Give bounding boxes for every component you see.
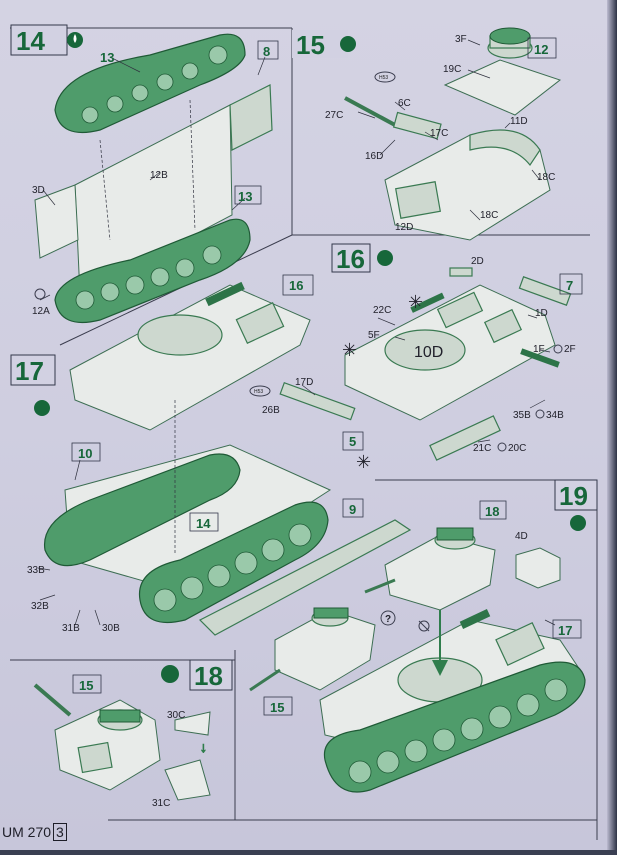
part-label: 3F (455, 34, 467, 45)
step-number: 14 (16, 26, 45, 56)
decal-number-icon (34, 288, 46, 300)
step-number: 17 (15, 356, 44, 386)
part-label: 30C (167, 710, 185, 721)
asterisk-icon: ✳ ✳ ✳ (342, 292, 423, 472)
svg-text:H53: H53 (254, 389, 263, 395)
step-19: 19 ? 18 (249, 479, 598, 793)
part-label: 4D (515, 531, 528, 542)
part-label: 19C (443, 64, 461, 75)
step-number: 19 (559, 481, 588, 511)
part-label: 18C (480, 210, 498, 221)
part-label: 18C (537, 172, 555, 183)
no-glue-icon (418, 620, 430, 632)
assembly-diagram: 14 13 8 13 12B 3D (10, 24, 598, 809)
part-label: 12D (395, 222, 413, 233)
step-18: 18 ↓ 15 30C 31C (33, 659, 233, 809)
part-label: 27C (325, 110, 343, 121)
page-edge-shadow (607, 0, 617, 850)
part-label: 22C (373, 305, 391, 316)
step-number: 18 (194, 661, 223, 691)
part-label: 31B (62, 623, 80, 634)
part-label: 32B (31, 601, 49, 612)
part-label: 10D (414, 344, 443, 361)
svg-text:H53: H53 (379, 75, 388, 81)
part-label: 20C (508, 443, 526, 454)
part-label: 17 (558, 623, 572, 638)
part-label: 11D (510, 116, 528, 127)
part-label: 33B (27, 565, 45, 576)
part-label: 14 (196, 516, 211, 531)
glue-drop-icon (34, 400, 50, 416)
part-label: 6C (398, 98, 411, 109)
part-label: 12 (534, 42, 548, 57)
part-label: 16D (365, 151, 383, 162)
glue-drop-icon (377, 250, 393, 266)
step-number: 15 (296, 30, 325, 60)
svg-text:↓: ↓ (200, 739, 207, 755)
step-number: 16 (336, 244, 365, 274)
part-label: 5F (368, 330, 380, 341)
glue-drop-icon (161, 665, 179, 683)
part-label: 2D (471, 256, 484, 267)
part-label: 31C (152, 798, 170, 809)
part-label: 12B (150, 170, 168, 181)
page-number: 3 (53, 823, 67, 841)
part-label: 2F (564, 344, 576, 355)
step-17: 17 16 10 14 9 33B 32B (10, 274, 412, 636)
part-label: 10 (78, 446, 92, 461)
part-label: 17D (295, 377, 313, 388)
part-label: 26B (262, 405, 280, 416)
cement-tube-icon (249, 385, 271, 397)
kit-code: UM 270 (2, 824, 52, 840)
glue-drop-icon (570, 515, 586, 531)
part-label: 15 (270, 700, 284, 715)
part-label: 35B (513, 410, 531, 421)
road-wheels (348, 678, 568, 784)
step-15: 15 12 3F 19C H53 6C 27C 17C 11D 16D 18C (292, 27, 562, 241)
step-14: 14 13 8 13 12B 3D (10, 24, 279, 324)
part-label: 18 (485, 504, 499, 519)
road-wheels (153, 523, 312, 612)
question-icon (380, 610, 396, 626)
svg-text:✳: ✳ (408, 292, 423, 312)
glue-drop-icon (340, 36, 356, 52)
part-label: 34B (546, 410, 564, 421)
part-label: 15 (79, 678, 93, 693)
svg-text:?: ? (385, 614, 391, 625)
part-label: 30B (102, 623, 120, 634)
part-label: 1D (535, 308, 548, 319)
cement-tube-icon (374, 71, 396, 83)
step-16: 16 ✳ ✳ ✳ 2D 7 22C 1D 5F 10D 1F 2 (249, 243, 583, 472)
part-label: 17C (430, 128, 448, 139)
part-label: 7 (566, 278, 573, 293)
part-label: 13 (238, 189, 252, 204)
part-label: 12A (32, 306, 50, 317)
part-label: 5 (349, 434, 356, 449)
part-label: 16 (289, 278, 303, 293)
part-label: 8 (263, 44, 270, 59)
part-label: 1F (533, 344, 545, 355)
svg-text:✳: ✳ (356, 452, 371, 472)
svg-text:✳: ✳ (342, 340, 357, 360)
part-label: 13 (100, 50, 114, 65)
part-label: 9 (349, 502, 356, 517)
part-label: 3D (32, 185, 45, 196)
part-label: 21C (473, 443, 491, 454)
